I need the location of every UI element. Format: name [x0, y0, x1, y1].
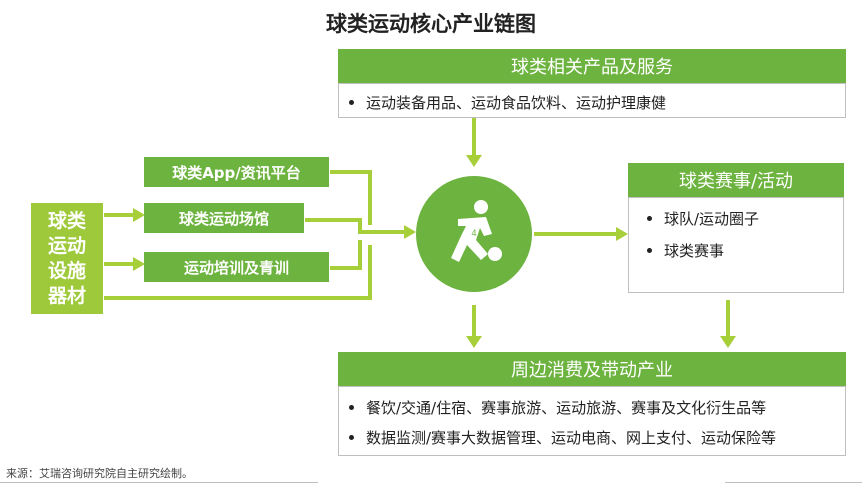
- arrowhead-center-down: [466, 336, 482, 348]
- bullet-icon: [349, 405, 354, 410]
- center-circle: 4: [416, 176, 532, 292]
- top-panel: 运动装备用品、运动食品饮料、运动护理康健: [338, 83, 846, 118]
- soccer-player-icon: [451, 200, 502, 262]
- top-header: 球类相关产品及服务: [338, 49, 846, 83]
- page-title: 球类运动核心产业链图: [326, 12, 536, 36]
- bottom-panel: 餐饮/交通/住宿、赛事旅游、运动旅游、赛事及文化衍生品等 数据监测/赛事大数据管…: [338, 386, 846, 456]
- arrowhead-events-down: [720, 336, 736, 348]
- right-panel: 球队/运动圈子 球类赛事: [628, 197, 844, 293]
- bullet-icon: [349, 435, 354, 440]
- bullet-icon: [349, 100, 354, 105]
- right-header: 球类赛事/活动: [628, 163, 844, 197]
- facilities-line: 球类: [47, 209, 86, 232]
- footer-divider-right: [725, 482, 862, 483]
- route-from-app: [330, 170, 372, 225]
- route-from-block: [104, 245, 372, 300]
- footer-divider: [0, 482, 318, 483]
- venue-box: 球类运动场馆: [144, 203, 304, 233]
- route-from-training: [330, 240, 362, 270]
- bottom-item: 餐饮/交通/住宿、赛事旅游、运动旅游、赛事及文化衍生品等: [349, 397, 766, 418]
- route-from-venue: [305, 218, 408, 234]
- source-note: 来源：艾瑞咨询研究院自主研究绘制。: [6, 467, 193, 480]
- facilities-block: 球类 运动 设施 器材: [31, 203, 103, 314]
- jersey-number: 4: [471, 228, 476, 238]
- bullet-icon: [647, 248, 652, 253]
- bottom-header: 周边消费及带动产业: [338, 352, 846, 386]
- facilities-line: 设施: [47, 259, 86, 282]
- arrowhead-events: [616, 227, 628, 241]
- arrowhead-app: [133, 208, 145, 222]
- facilities-line: 运动: [47, 234, 86, 257]
- facilities-line: 器材: [47, 284, 86, 307]
- right-item: 球类赛事: [647, 240, 724, 261]
- app-platform-box: 球类App/资讯平台: [144, 157, 329, 187]
- training-box: 运动培训及青训: [144, 252, 329, 282]
- bullet-icon: [647, 216, 652, 221]
- top-item: 运动装备用品、运动食品饮料、运动护理康健: [349, 92, 666, 113]
- bottom-item: 数据监测/赛事大数据管理、运动电商、网上支付、运动保险等: [349, 427, 776, 448]
- right-item: 球队/运动圈子: [647, 208, 759, 229]
- arrowhead-circle: [404, 225, 416, 239]
- arrowhead-venue: [133, 257, 145, 271]
- arrowhead-top: [466, 155, 482, 167]
